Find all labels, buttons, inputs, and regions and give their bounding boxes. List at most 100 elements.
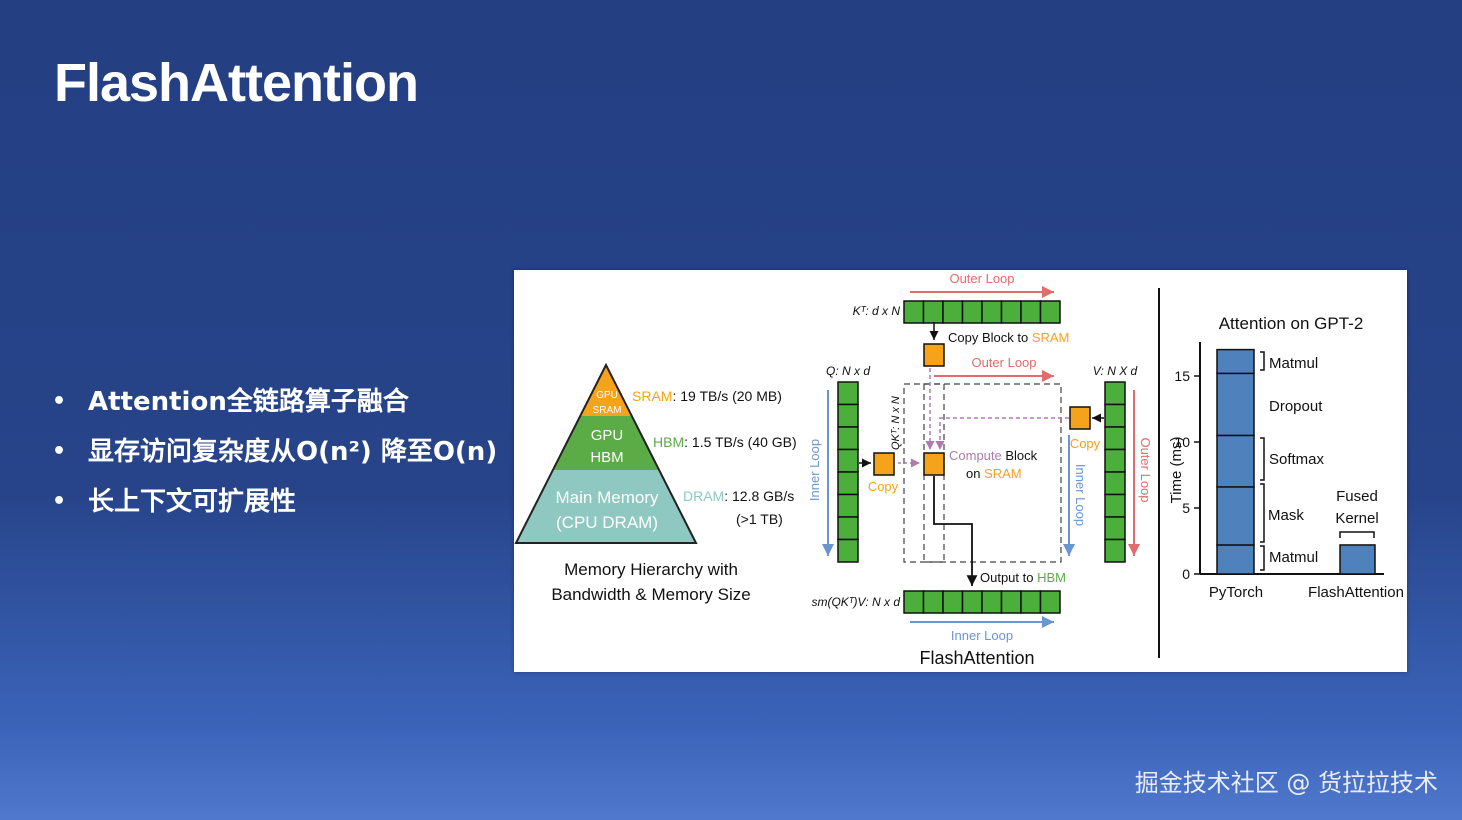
on-sram-label: on SRAM (966, 466, 1022, 481)
q-blocks (837, 381, 859, 563)
q-block (837, 403, 859, 428)
sram-spec: SRAM: 19 TB/s (20 MB) (632, 388, 782, 404)
chart-y-axis-label: Time (ms) (1168, 437, 1185, 504)
bullet-item: • Attention全链路算子融合 (52, 382, 497, 432)
pyramid-caption-2: Bandwidth & Memory Size (551, 585, 750, 604)
figure-svg: GPU SRAM GPU HBM Main Memory (CPU DRAM) … (514, 271, 1404, 668)
pyramid-hbm-text-1: GPU (591, 427, 624, 444)
compute-block-label: Compute Block (949, 448, 1038, 463)
bullet-item: • 长上下文可扩展性 (52, 482, 497, 532)
kt-block (903, 300, 925, 324)
gpt2-attention-chart: Attention on GPT-2 Time (ms) 0 5 10 15 Matm… (1168, 314, 1404, 601)
kt-block (1020, 300, 1042, 324)
v-block (1104, 426, 1126, 451)
bullet-text: Attention全链路算子融合 (88, 387, 409, 417)
bullet-text: 显存访问复杂度从O(n²) 降至O(n) (88, 437, 498, 467)
pyramid-dram-text-1: Main Memory (556, 488, 659, 507)
bullet-dot-icon: • (52, 439, 67, 464)
v-block (1104, 381, 1126, 406)
flashattention-figure: GPU SRAM GPU HBM Main Memory (CPU DRAM) … (514, 270, 1407, 672)
v-copy-label: Copy (1070, 436, 1101, 451)
outer-loop-right-label: Outer Loop (1138, 437, 1153, 502)
q-block (837, 516, 859, 541)
y-tick-label: 15 (1174, 368, 1190, 384)
kt-block (981, 300, 1003, 324)
label-mask: Mask (1268, 507, 1304, 524)
dram-spec-size: (>1 TB) (736, 511, 783, 527)
copy-block-label: Copy Block to SRAM (948, 330, 1069, 345)
q-copy-label: Copy (868, 479, 899, 494)
pyramid-hbm (554, 416, 658, 470)
chart-bars (1216, 348, 1376, 575)
output-label: Output to HBM (980, 570, 1066, 585)
v-blocks (1104, 381, 1126, 563)
output-block (903, 590, 925, 614)
slide-title: FlashAttention (54, 53, 419, 113)
inner-loop-right-label: Inner Loop (1073, 464, 1088, 526)
flashattention-caption: FlashAttention (919, 648, 1034, 668)
label-softmax: Softmax (1269, 451, 1325, 468)
k-sram-block (923, 343, 945, 367)
chart-y-ticks: 0 5 10 15 (1174, 368, 1200, 582)
v-block (1104, 493, 1126, 518)
outer-loop-top-label: Outer Loop (949, 271, 1014, 286)
qkt-label: QKᵀ: N x N (890, 396, 902, 450)
qkt-region (903, 383, 1062, 563)
kt-block (922, 300, 944, 324)
pyramid-sram-text-2: SRAM (593, 405, 622, 416)
output-block (922, 590, 944, 614)
y-tick-label: 0 (1182, 566, 1190, 582)
kt-label: Kᵀ: d x N (853, 304, 901, 318)
q-block (837, 471, 859, 496)
bar-segment (1216, 348, 1255, 375)
q-sram-block (873, 452, 895, 476)
output-block (961, 590, 983, 614)
y-tick-label: 10 (1174, 434, 1190, 450)
q-label: Q: N x d (826, 364, 870, 378)
bar-segment (1216, 544, 1255, 575)
pyramid-dram-text-2: (CPU DRAM) (556, 513, 658, 532)
x-label-flashattention: FlashAttention (1308, 584, 1404, 601)
bar-segment (1216, 486, 1255, 546)
q-block (837, 493, 859, 518)
output-block (1020, 590, 1042, 614)
bullet-list: •Attention全链路算子融合 •显存访问复杂度从O(n²) 降至O(n) … (52, 382, 497, 532)
y-tick-label: 5 (1182, 500, 1190, 516)
chart-title: Attention on GPT-2 (1219, 314, 1364, 333)
bar-segment (1216, 434, 1255, 488)
label-fused-2: Kernel (1335, 510, 1378, 527)
bullet-item: • 显存访问复杂度从O(n²) 降至O(n) (52, 432, 497, 482)
pyramid-caption-1: Memory Hierarchy with (564, 560, 738, 579)
kt-block (1039, 300, 1061, 324)
output-blocks (903, 590, 1061, 614)
q-block (837, 381, 859, 406)
v-block (1104, 403, 1126, 428)
bullet-dot-icon: • (52, 389, 67, 414)
watermark: 掘金技术社区 @ 货拉拉技术 (1134, 769, 1438, 797)
pyramid-sram-text-1: GPU (596, 390, 618, 401)
label-fused-1: Fused (1336, 488, 1378, 505)
dram-spec: DRAM: 12.8 GB/s (683, 488, 794, 504)
bar-segment (1339, 544, 1376, 575)
pyramid-hbm-text-2: HBM (590, 449, 623, 466)
flashattention-diagram: Outer Loop Kᵀ: d x N Copy Block to SRAM … (807, 271, 1153, 668)
inner-loop-bottom-label: Inner Loop (951, 628, 1013, 643)
q-block (837, 448, 859, 473)
label-dropout: Dropout (1269, 398, 1323, 415)
bullet-dot-icon: • (52, 489, 67, 514)
v-sram-block (1069, 406, 1091, 430)
pyramid-dram (516, 470, 696, 543)
v-label: V: N X d (1093, 364, 1138, 378)
bullet-text: 长上下文可扩展性 (88, 487, 297, 517)
output-block (1000, 590, 1022, 614)
memory-pyramid: GPU SRAM GPU HBM Main Memory (CPU DRAM) … (514, 362, 797, 604)
q-block (837, 538, 859, 563)
hbm-spec: HBM: 1.5 TB/s (40 GB) (653, 434, 797, 450)
v-block (1104, 448, 1126, 473)
label-matmul-bottom: Matmul (1269, 549, 1318, 566)
kt-block (942, 300, 964, 324)
output-block (942, 590, 964, 614)
output-block (981, 590, 1003, 614)
inner-loop-left-label: Inner Loop (807, 439, 822, 501)
v-block (1104, 471, 1126, 496)
